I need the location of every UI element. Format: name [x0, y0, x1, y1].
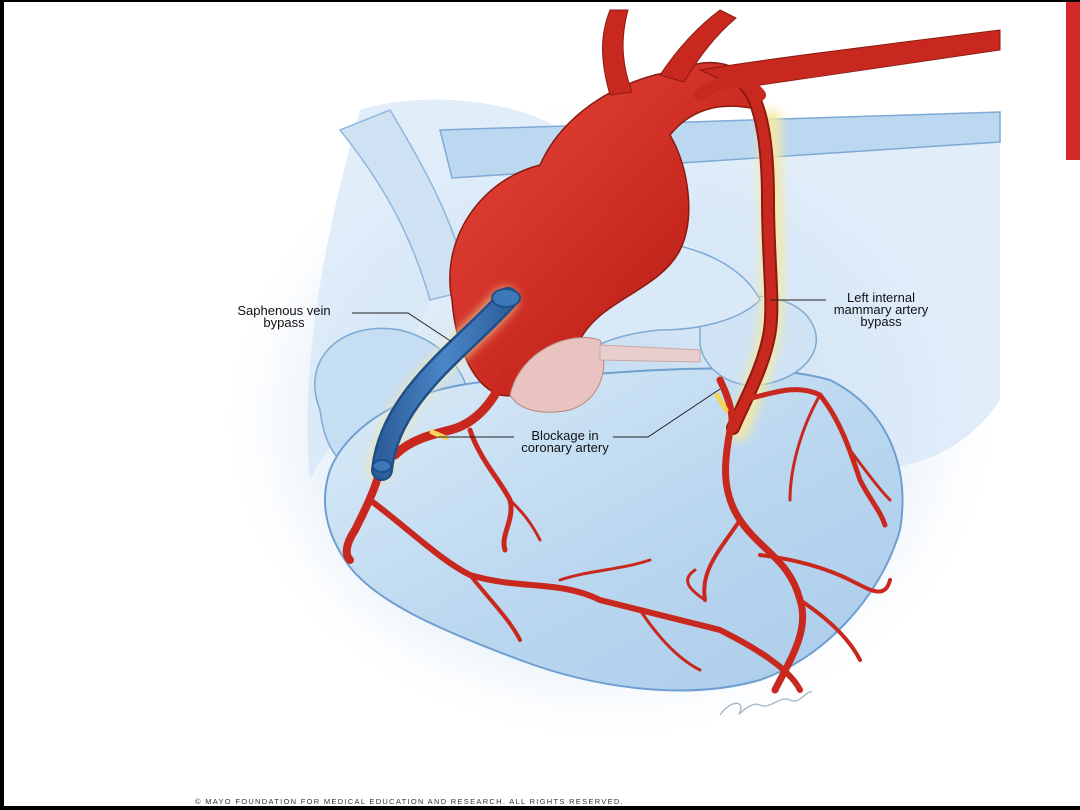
mammary-origin — [694, 75, 766, 101]
blockage-yellow-left — [714, 392, 729, 413]
right-band — [1064, 0, 1080, 810]
blockage-label: Blockage in coronary artery — [500, 428, 630, 455]
lad-branch-1 — [742, 387, 888, 528]
vein-anastomosis-top — [491, 288, 521, 308]
aortic-branch-2 — [659, 9, 737, 83]
blockage-leader-line-right — [613, 388, 721, 438]
right-coronary-artery — [390, 370, 510, 460]
vein-anastomosis-bottom — [372, 459, 392, 473]
rca-branch-3 — [558, 558, 652, 582]
saphenous-label-line2: bypass — [263, 315, 305, 330]
rca-branch-1 — [367, 497, 803, 693]
blockage-label-line2: coronary artery — [521, 440, 609, 455]
top-frame-edge — [0, 0, 1080, 2]
mammary-label-line3: bypass — [860, 314, 902, 329]
mammary-artery-fill — [728, 80, 777, 433]
rca-distal — [342, 466, 384, 564]
lad-branch-3 — [702, 518, 742, 602]
mammary-label-line1: Left internal — [847, 290, 915, 305]
accent-bar — [1066, 0, 1080, 160]
rca-branch-2 — [468, 573, 522, 642]
lad-branch-7 — [848, 448, 892, 502]
lad-branch-4 — [798, 598, 862, 662]
saphenous-vein-graft-fill — [373, 289, 517, 479]
saphenous-label-line1: Saphenous vein — [237, 303, 331, 318]
saphenous-vein-label: Saphenous vein bypass — [214, 303, 354, 330]
left-frame-edge — [0, 0, 4, 810]
mammary-artery-label: Left internal mammary artery bypass — [806, 290, 956, 329]
pulmonary-vein-small — [599, 344, 701, 363]
artist-signature — [719, 691, 813, 716]
mammary-label-line2: mammary artery — [833, 302, 929, 317]
left-atrium-pink — [509, 336, 605, 413]
coronary-branch-a2 — [508, 498, 542, 542]
copyright-notice: © MAYO FOUNDATION FOR MEDICAL EDUCATION … — [195, 797, 624, 806]
aortic-branch-3 — [698, 29, 1001, 89]
blockage-label-line1: Blockage in — [531, 428, 599, 443]
bottom-frame-edge — [0, 806, 1080, 810]
lad-branch-2 — [758, 553, 892, 594]
lad-branch-6 — [686, 568, 707, 602]
aortic-branch-1 — [602, 9, 633, 96]
rca-branch-4 — [638, 608, 702, 672]
lad-branch-5 — [788, 393, 822, 502]
saphenous-leader-line — [352, 312, 453, 343]
lad-artery — [716, 376, 807, 694]
